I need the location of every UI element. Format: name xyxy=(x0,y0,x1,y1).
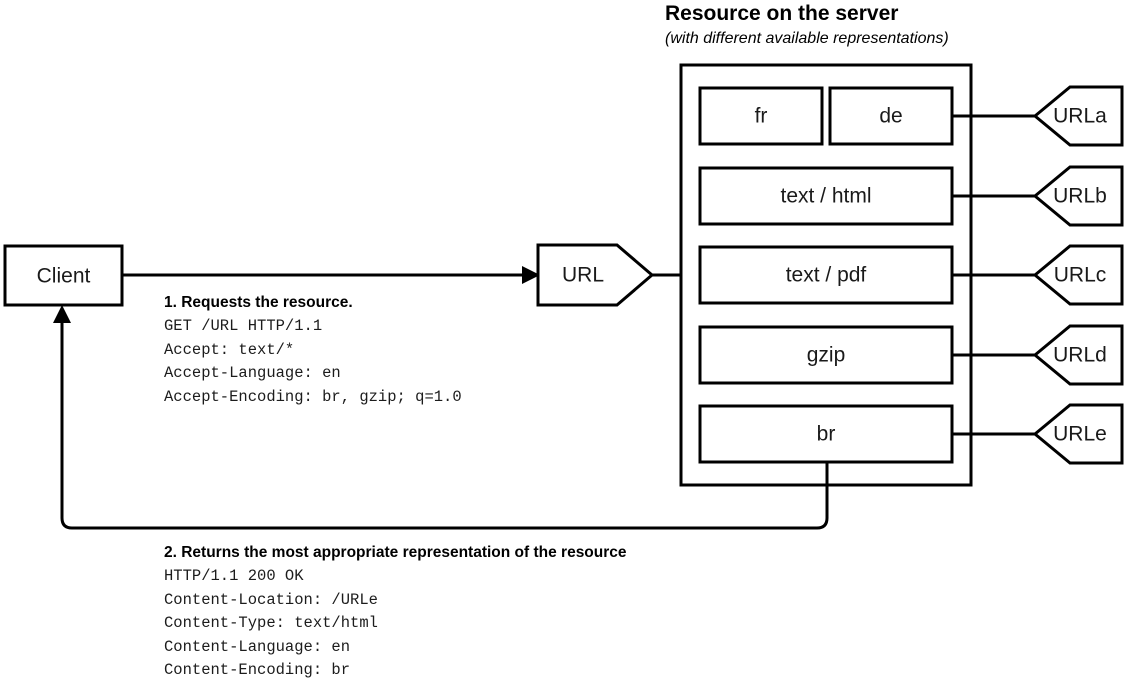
representation-br[interactable]: br xyxy=(698,404,954,464)
client-box[interactable] xyxy=(3,244,124,307)
representation-gzip[interactable]: gzip xyxy=(698,325,954,385)
resource-url-label-e: URLe xyxy=(1053,423,1107,446)
representation-label-text-pdf: text / pdf xyxy=(786,264,867,287)
resource-url-shape-a[interactable] xyxy=(1032,85,1124,147)
representation-text-pdf[interactable]: text / pdf xyxy=(698,245,954,305)
response-message: 2. Returns the most appropriate represen… xyxy=(164,544,627,679)
request-arrowhead xyxy=(522,266,540,284)
request-url-label: URL xyxy=(562,264,604,287)
request-url-shape[interactable] xyxy=(536,243,655,307)
request-message: 1. Requests the resource. GET /URL HTTP/… xyxy=(164,294,462,409)
resource-url-label-b: URLb xyxy=(1053,185,1107,208)
representation-box-text-pdf[interactable] xyxy=(698,245,954,305)
representation-label-fr: fr xyxy=(755,105,768,128)
resource-url-shape-c[interactable] xyxy=(1032,244,1124,306)
representation-box-fr[interactable] xyxy=(698,86,824,146)
response-arrowhead xyxy=(53,305,71,323)
representation-label-gzip: gzip xyxy=(807,344,846,367)
resource-url-d[interactable]: URLd xyxy=(1032,324,1124,386)
representation-fr[interactable]: fr xyxy=(698,86,824,146)
resource-url-shape-e[interactable] xyxy=(1032,403,1124,465)
resource-url-label-d: URLd xyxy=(1053,344,1107,367)
request-url-node[interactable]: URL xyxy=(536,243,655,307)
resource-url-label-c: URLc xyxy=(1054,264,1107,287)
response-path xyxy=(60,315,829,530)
request-headers: GET /URL HTTP/1.1 Accept: text/* Accept-… xyxy=(164,317,462,406)
client-label: Client xyxy=(37,265,91,288)
request-step-title: 1. Requests the resource. xyxy=(164,294,353,311)
representation-de[interactable]: de xyxy=(828,86,954,146)
representation-box-gzip[interactable] xyxy=(698,325,954,385)
resource-url-b[interactable]: URLb xyxy=(1032,165,1124,227)
request-arrow xyxy=(122,266,540,284)
representation-label-text-html: text / html xyxy=(780,185,871,208)
resource-url-label-a: URLa xyxy=(1053,105,1107,128)
representation-label-de: de xyxy=(879,105,902,128)
resource-url-c[interactable]: URLc xyxy=(1032,244,1124,306)
representation-label-br: br xyxy=(817,423,836,446)
resource-url-shape-b[interactable] xyxy=(1032,165,1124,227)
representation-box-br[interactable] xyxy=(698,404,954,464)
resource-url-a[interactable]: URLa xyxy=(1032,85,1124,147)
response-arrow xyxy=(53,305,829,530)
server-title: Resource on the server xyxy=(665,2,899,25)
response-headers: HTTP/1.1 200 OK Content-Location: /URLe … xyxy=(164,567,378,679)
server-subtitle: (with different available representation… xyxy=(665,30,949,47)
client-node[interactable]: Client xyxy=(3,244,124,307)
resource-url-shape-d[interactable] xyxy=(1032,324,1124,386)
representation-text-html[interactable]: text / html xyxy=(698,166,954,226)
response-step-title: 2. Returns the most appropriate represen… xyxy=(164,544,627,561)
resource-url-e[interactable]: URLe xyxy=(1032,403,1124,465)
